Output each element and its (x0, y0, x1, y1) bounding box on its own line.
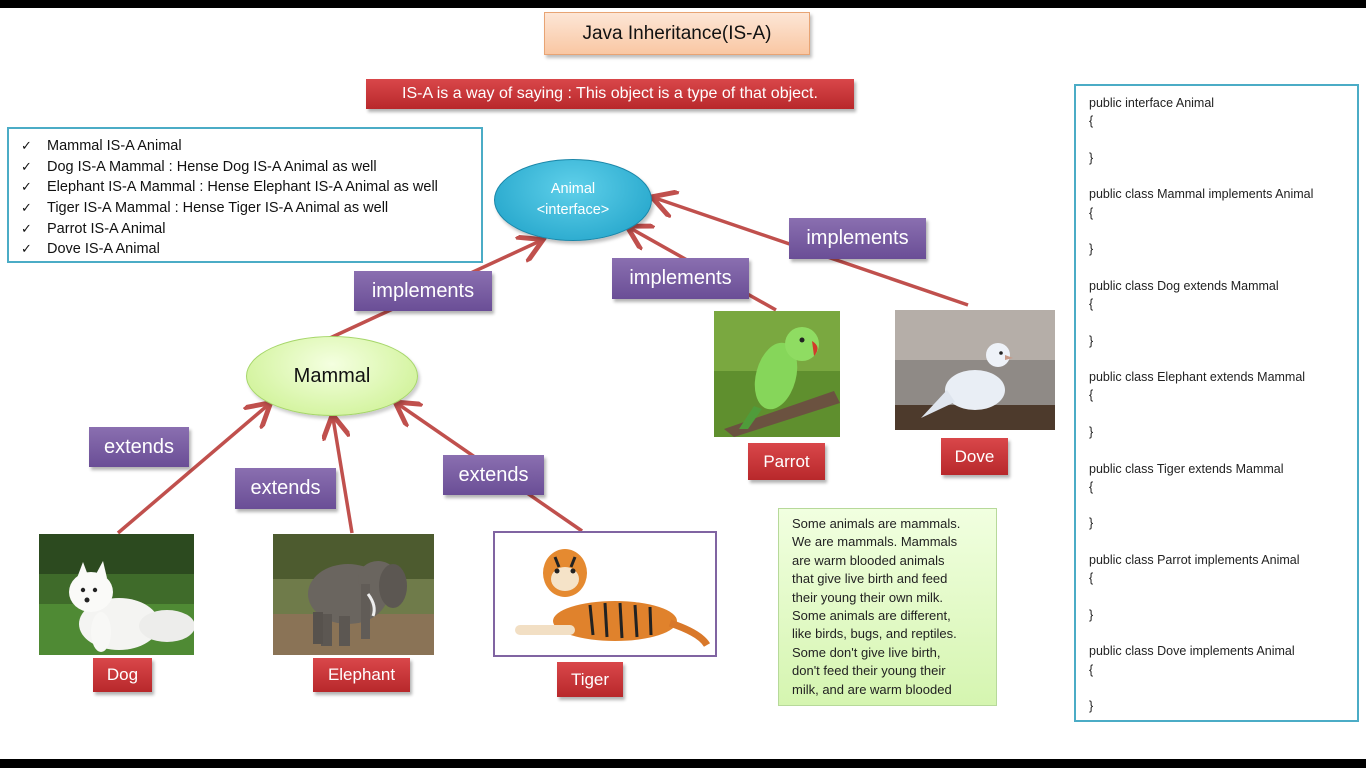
tiger-photo (493, 531, 717, 657)
caption-parrot: Parrot (748, 443, 825, 480)
checklist-item: ✓Dog IS-A Mammal : Hense Dog IS-A Animal… (21, 157, 481, 178)
mammal-class-node: Mammal (246, 336, 418, 416)
checklist-item: ✓Parrot IS-A Animal (21, 218, 481, 239)
caption-tiger: Tiger (557, 662, 623, 697)
implements-label-parrot: implements (612, 258, 749, 299)
caption-dog: Dog (93, 658, 152, 692)
code-block: public interface Animal { } (1089, 94, 1357, 185)
extends-label-dog: extends (89, 427, 189, 467)
dove-photo (895, 310, 1055, 430)
subtitle-banner: IS-A is a way of saying : This object is… (366, 79, 854, 109)
implements-label-mammal: implements (354, 271, 492, 311)
code-block: public class Tiger extends Mammal { } (1089, 460, 1357, 551)
check-icon: ✓ (21, 221, 47, 237)
extends-label-tiger: extends (443, 455, 544, 495)
page-title: Java Inheritance(IS-A) (544, 12, 810, 55)
code-block: public class Dog extends Mammal { } (1089, 277, 1357, 368)
code-block: public class Mammal implements Animal { … (1089, 185, 1357, 276)
caption-elephant: Elephant (313, 658, 410, 692)
animal-interface-node: Animal <interface> (494, 159, 652, 241)
elephant-photo (273, 534, 434, 655)
code-block: public class Elephant extends Mammal { } (1089, 368, 1357, 459)
checklist-item: ✓Mammal IS-A Animal (21, 136, 481, 157)
checklist-item: ✓Dove IS-A Animal (21, 239, 481, 260)
checklist-item: ✓Elephant IS-A Mammal : Hense Elephant I… (21, 177, 481, 198)
checklist-item: ✓Tiger IS-A Mammal : Hense Tiger IS-A An… (21, 198, 481, 219)
implements-label-dove: implements (789, 218, 926, 259)
dog-photo (39, 534, 194, 655)
check-icon: ✓ (21, 241, 47, 257)
mammal-explanation-note: Some animals are mammals. We are mammals… (778, 508, 997, 706)
parrot-photo (714, 311, 840, 437)
check-icon: ✓ (21, 138, 47, 154)
isa-checklist: ✓Mammal IS-A Animal ✓Dog IS-A Mammal : H… (7, 127, 483, 263)
check-icon: ✓ (21, 179, 47, 195)
caption-dove: Dove (941, 438, 1008, 475)
check-icon: ✓ (21, 159, 47, 175)
extends-label-elephant: extends (235, 468, 336, 509)
check-icon: ✓ (21, 200, 47, 216)
code-block: public class Parrot implements Animal { … (1089, 551, 1357, 642)
code-block: public class Dove implements Animal { } (1089, 642, 1357, 733)
code-panel: public interface Animal { } public class… (1074, 84, 1359, 722)
